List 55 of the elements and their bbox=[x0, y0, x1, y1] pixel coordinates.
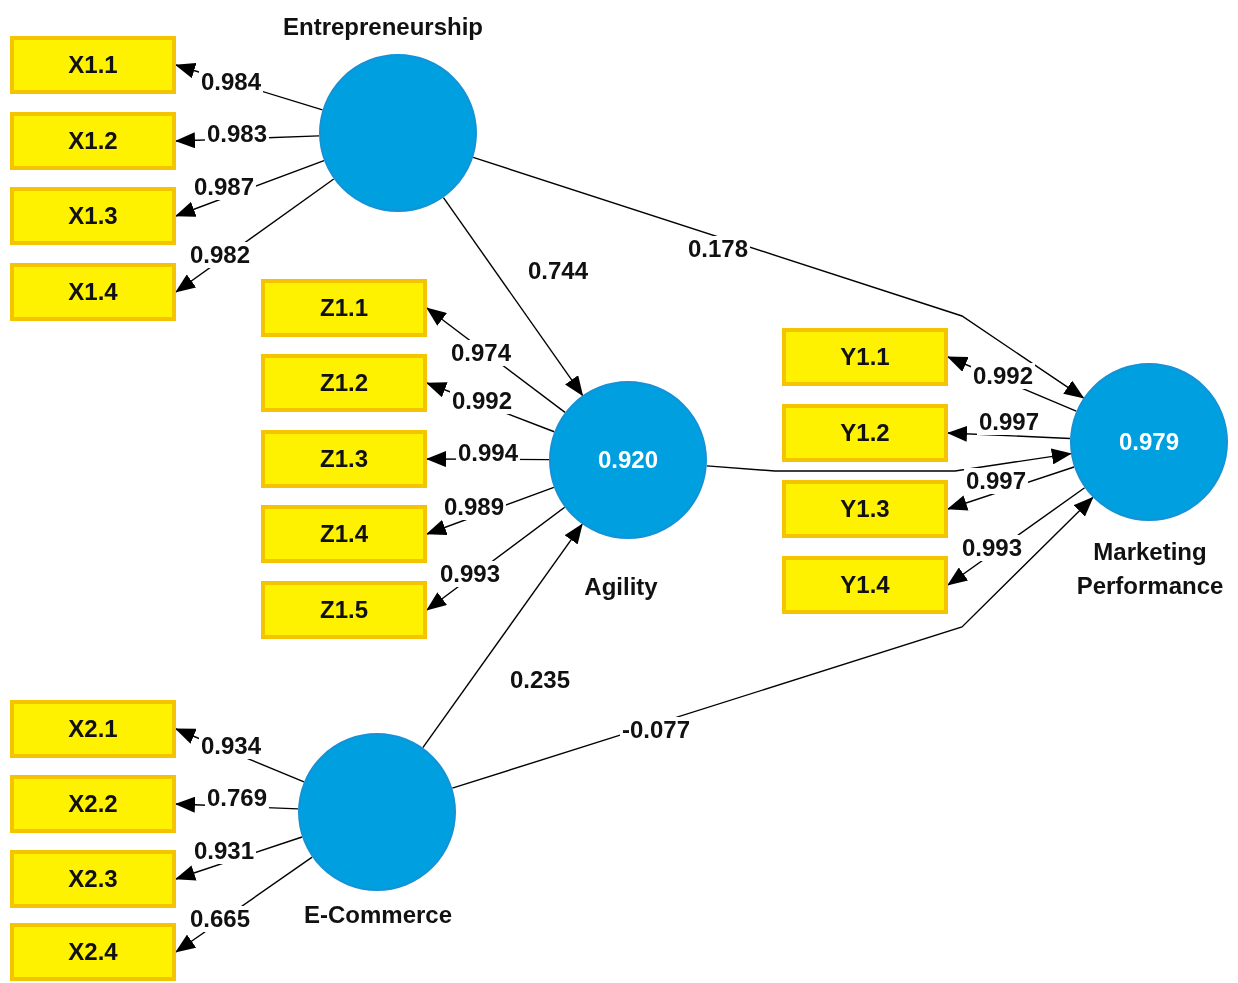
arrow bbox=[706, 448, 1072, 472]
arrow bbox=[422, 523, 583, 749]
indicator-name: X1.3 bbox=[68, 202, 118, 230]
construct-name: E-Commerce bbox=[302, 900, 454, 930]
edge-label: 0.993 bbox=[959, 535, 1025, 561]
indicator-box bbox=[261, 279, 427, 337]
indicator-box bbox=[10, 36, 176, 94]
indicator-name: Z1.1 bbox=[320, 294, 368, 322]
edge-label: 0.997 bbox=[963, 468, 1029, 494]
indicator-name: Y1.2 bbox=[840, 419, 890, 447]
indicator-name: X1.4 bbox=[68, 278, 118, 306]
indicator-box bbox=[261, 354, 427, 412]
indicator-box bbox=[10, 263, 176, 321]
edge-label: 0.974 bbox=[448, 340, 514, 366]
indicator-box bbox=[782, 328, 948, 386]
edge-label: 0.992 bbox=[449, 388, 515, 414]
indicator-name: X2.3 bbox=[68, 865, 118, 893]
r-squared-value: 0.920 bbox=[597, 446, 659, 474]
construct-name: Entrepreneurship bbox=[281, 12, 484, 42]
edge-label: 0.992 bbox=[970, 363, 1036, 389]
indicator-box bbox=[782, 480, 948, 538]
indicator-name: Z1.2 bbox=[320, 369, 368, 397]
indicator-name: X1.2 bbox=[68, 127, 118, 155]
construct-name: Marketing Performance bbox=[1075, 537, 1225, 601]
arrow bbox=[947, 425, 1071, 442]
indicator-name: X2.4 bbox=[68, 938, 118, 966]
indicator-box bbox=[10, 700, 176, 758]
arrow bbox=[451, 496, 1094, 789]
indicator-box bbox=[782, 404, 948, 462]
indicator-box bbox=[10, 923, 176, 981]
indicator-name: X1.1 bbox=[68, 51, 118, 79]
indicator-name: Z1.4 bbox=[320, 520, 368, 548]
indicator-name: Y1.4 bbox=[840, 571, 890, 599]
edge-label: 0.982 bbox=[187, 242, 253, 268]
construct-name: Agility bbox=[583, 572, 659, 602]
indicator-box bbox=[10, 850, 176, 908]
indicator-box bbox=[10, 775, 176, 833]
arrow bbox=[442, 196, 584, 397]
indicator-name: Z1.5 bbox=[320, 596, 368, 624]
indicator-box bbox=[782, 556, 948, 614]
indicator-box bbox=[10, 187, 176, 245]
indicator-box bbox=[10, 112, 176, 170]
edge-label: 0.993 bbox=[437, 561, 503, 587]
indicator-box bbox=[261, 430, 427, 488]
r-squared-value: 0.979 bbox=[1118, 428, 1180, 456]
edge-label: 0.665 bbox=[187, 906, 253, 932]
indicator-box bbox=[261, 505, 427, 563]
indicator-name: Y1.3 bbox=[840, 495, 890, 523]
indicator-name: Y1.1 bbox=[840, 343, 890, 371]
indicator-name: Z1.3 bbox=[320, 445, 368, 473]
arrow bbox=[472, 156, 1085, 399]
edge-label: 0.984 bbox=[198, 69, 264, 95]
indicator-name: X2.2 bbox=[68, 790, 118, 818]
indicator-box bbox=[261, 581, 427, 639]
indicator-name: X2.1 bbox=[68, 715, 118, 743]
